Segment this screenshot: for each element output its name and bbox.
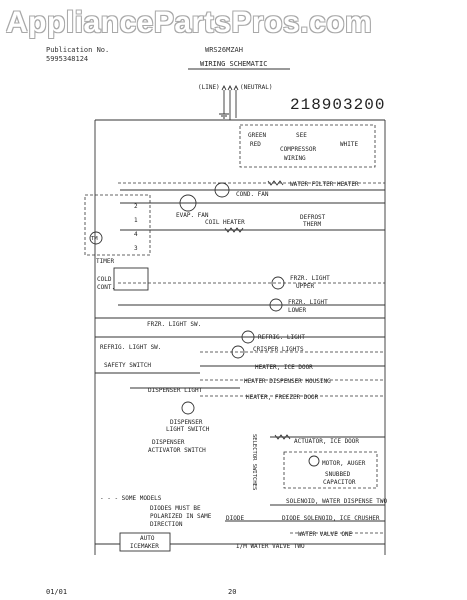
frzr-light-upper-label: FRZR. LIGHT — [290, 275, 330, 282]
safety-switch-label: SAFETY SWITCH — [104, 362, 151, 369]
crisper-lights-icon — [231, 345, 245, 359]
cond-fan-icon — [214, 182, 230, 198]
cold-control-box — [113, 267, 149, 291]
frzr-light-upper-icon — [271, 276, 285, 290]
dispenser-activator-sub: ACTIVATOR SWITCH — [148, 447, 206, 454]
frzr-light-upper-sub: UPPER — [296, 283, 314, 290]
solenoid-water-dispense-label: SOLENOID, WATER DISPENSE TWO — [286, 498, 388, 505]
page-title: WIRING SCHEMATIC — [200, 60, 268, 68]
coil-heater-label: COIL HEATER — [205, 219, 245, 226]
compressor-box — [239, 124, 376, 168]
publication-label: Publication No. — [46, 46, 110, 54]
diodes-note-line3: DIRECTION — [150, 521, 183, 528]
dispenser-activator-label: DISPENSER — [152, 439, 185, 446]
therm-label: THERM — [303, 221, 321, 228]
frzr-light-lower-label: FRZR. LIGHT — [288, 299, 328, 306]
terminal-4: 4 — [134, 231, 138, 238]
frzr-light-lower-icon — [269, 298, 283, 312]
tm-label: TM — [91, 236, 98, 242]
auto-label: AUTO — [140, 535, 155, 542]
diodes-note-line2: POLARIZED IN SAME — [150, 513, 212, 520]
compressor-label: COMPRESSOR — [280, 146, 317, 153]
timer-motor-icon — [89, 231, 103, 245]
terminal-3: 3 — [134, 245, 138, 252]
motor-auger-label: MOTOR, AUGER — [322, 460, 366, 467]
im-water-valve-two-label: I/M WATER VALVE TWO — [236, 543, 305, 550]
dispenser-light-label: DISPENSER LIGHT — [148, 387, 203, 394]
timer-box — [84, 194, 151, 256]
water-filter-heater-label: WATER FILTER HEATER — [290, 181, 359, 188]
selector-switches-label: SELECTOR SWITCHES — [251, 434, 257, 490]
cond-fan-label: COND. FAN — [236, 191, 269, 198]
diodes-note-line1: DIODES MUST BE — [150, 505, 201, 512]
watermark-logo: AppliancePartsPros.com — [6, 6, 373, 39]
green-label: GREEN — [248, 132, 266, 139]
diode-label: DIODE — [226, 515, 244, 522]
cont-label: CONT. — [97, 284, 115, 291]
diode-solenoid-ice-label: DIODE SOLENOID, ICE CRUSHER — [282, 515, 380, 522]
defrost-label: DEFROST — [300, 214, 326, 221]
coil-heater-icon — [224, 227, 244, 233]
evap-fan-label: EVAP. FAN — [176, 212, 209, 219]
snubbed-label: SNUBBED — [325, 471, 351, 478]
line-label: (LINE) — [198, 84, 220, 91]
refrig-light-icon — [241, 330, 255, 344]
publication-number: 5995348124 — [46, 55, 89, 63]
footer-page-number: 20 — [228, 588, 237, 596]
motor-auger-box — [283, 451, 378, 489]
refrig-light-label: REFRIG. LIGHT — [258, 334, 305, 341]
footer-date: 01/01 — [46, 588, 68, 596]
dispenser-light-switch-label: DISPENSER — [170, 419, 203, 426]
dispenser-light-switch-sub: LIGHT SWITCH — [166, 426, 210, 433]
timer-label: TIMER — [96, 258, 114, 265]
some-models-note: - - - SOME MODELS — [100, 495, 162, 502]
water-valve-one-label: WATER VALVE ONE — [298, 531, 353, 538]
water-filter-heater-icon — [267, 180, 284, 186]
crisper-lights-label: CRISPER LIGHTS — [253, 346, 304, 353]
evap-fan-icon — [179, 194, 197, 212]
model-number: WRS26MZAH — [205, 46, 243, 54]
neutral-label: (NEUTRAL) — [240, 84, 273, 91]
power-plug — [219, 84, 239, 120]
icemaker-label: ICEMAKER — [130, 543, 159, 550]
white-label: WHITE — [340, 141, 358, 148]
actuator-ice-door-label: ACTUATOR, ICE DOOR — [294, 438, 359, 445]
capacitor-label: CAPACITOR — [323, 479, 356, 486]
motor-auger-icon — [308, 455, 320, 467]
terminal-1: 1 — [134, 217, 138, 224]
see-label: SEE — [296, 132, 307, 139]
dispenser-light-icon — [181, 401, 195, 415]
actuator-ice-door-icon — [274, 434, 291, 440]
frzr-light-lower-sub: LOWER — [288, 307, 306, 314]
heater-ice-door-label: HEATER, ICE DOOR — [255, 364, 313, 371]
part-number: 218903200 — [290, 96, 386, 114]
heater-dispenser-housing-label: HEATER DISPENSER HOUSING — [244, 378, 331, 385]
cold-label: COLD — [97, 276, 112, 283]
refrig-light-sw-label: REFRIG. LIGHT SW. — [100, 344, 161, 351]
frzr-light-sw-label: FRZR. LIGHT SW. — [147, 321, 201, 328]
red-label: RED — [250, 141, 261, 148]
heater-freezer-door-label: HEATER, FREEZER DOOR — [246, 394, 319, 401]
wiring-label: WIRING — [284, 155, 306, 162]
terminal-2: 2 — [134, 203, 138, 210]
auto-icemaker-box — [119, 532, 171, 552]
